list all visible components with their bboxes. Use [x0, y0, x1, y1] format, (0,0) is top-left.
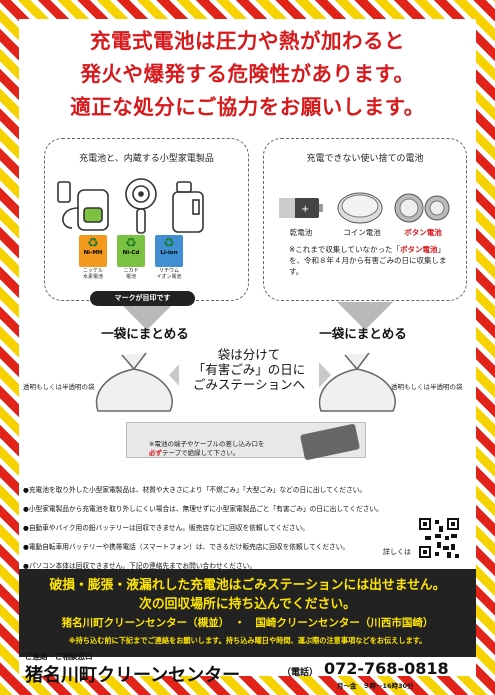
button-battery-notice: ※これまで収集していなかった「ボタン電池」を、令和８年４月から有害ごみの日に収集…	[289, 244, 459, 277]
ni-cd-mark: ♻ Ni-Cd	[117, 235, 145, 267]
warning-note: ※持ち込む前に下記までご連絡をお願いします。持ち込み曜日や時間、運ぶ際の注意事項…	[68, 636, 427, 645]
tape-note-post: テープで絶縁して下さい。	[162, 449, 240, 457]
button-battery-icon	[394, 193, 450, 223]
li-ion-label: リチウム イオン電池	[156, 268, 182, 280]
ni-mh-code: Ni-MH	[83, 250, 103, 256]
mobile-battery-icon	[57, 181, 109, 231]
contact-label: ご連絡・ご相談窓口	[25, 652, 93, 661]
tape-note-red: 必ず	[149, 449, 162, 457]
ni-mh-mark: ♻ Ni-MH	[79, 235, 107, 267]
office-hours: 月〜金 ９時〜16時30分	[337, 682, 414, 690]
trash-bag-left-icon	[95, 352, 173, 412]
mark-label: マークが目印です	[90, 291, 195, 306]
li-ion-code: Li-ion	[160, 250, 178, 256]
disposable-panel-title: 充電できない使い捨ての電池	[306, 154, 424, 164]
dry-battery-icon: +	[279, 198, 323, 218]
warning-box: 破損・膨張・液漏れした充電池はごみステーションには出せません。 次の回収場所に持…	[19, 569, 476, 657]
tel-number[interactable]: 072-768-0818	[324, 659, 449, 678]
headline-line-2: 発火や爆発する危険性があります。	[80, 62, 415, 86]
clear-bag-label-right: 透明もしくは半透明の袋	[391, 383, 463, 391]
trash-bag-right-icon	[318, 352, 396, 412]
notice-red: ボタン電池	[400, 245, 438, 254]
station-line-2: 「有害ごみ」の日に	[192, 362, 306, 377]
tel-label: （電話）	[282, 668, 319, 678]
tape-note: ※電池の端子やケーブルの差し込み口を必ずテープで絶縁して下さい。	[149, 440, 309, 458]
station-instruction: 袋は分けて 「有害ごみ」の日に ごみステーションへ	[179, 347, 319, 407]
coin-battery-label: コイン電池	[343, 228, 381, 237]
notice-pre: ※これまで収集していなかった「	[289, 245, 401, 254]
headline-line-3: 適正な処分にご協力をお願いします。	[70, 95, 425, 119]
note-item: ●自動車やバイク用の鉛バッテリーは回収できません。販売店などに回収を依頼してくだ…	[23, 524, 309, 532]
recycle-icon: ♻	[125, 236, 137, 251]
station-line-1: 袋は分けて	[217, 347, 281, 362]
qr-code-icon[interactable]	[417, 516, 461, 560]
collection-sites: 猪名川町クリーンセンター（槻並） ・ 国崎クリーンセンター（川西市国崎）	[61, 617, 434, 629]
vacuum-battery-icon	[172, 181, 204, 233]
ni-cd-code: Ni-Cd	[122, 250, 140, 256]
warning-line-2: 次の回収場所に持ち込んでください。	[139, 597, 356, 612]
recycle-icon: ♻	[163, 236, 175, 251]
note-item: ●パソコン本体は回収できません。下記の連絡先までお問い合わせください。	[23, 562, 257, 570]
station-line-3: ごみステーションへ	[192, 377, 306, 392]
button-battery-label: ボタン電池	[404, 228, 442, 237]
ni-cd-label: ニカド 電池	[123, 268, 139, 280]
notice-post: 」を、令和８年４月から有害ごみの日に収集します。	[289, 245, 447, 276]
dry-battery-label: 乾電池	[289, 228, 313, 237]
li-ion-mark: ♻ Li-ion	[155, 235, 183, 267]
bundle-label-right: 一袋にまとめる	[319, 326, 407, 341]
tape-note-pre: ※電池の端子やケーブルの差し込み口を	[149, 440, 265, 448]
battery-pack-icon	[300, 424, 360, 460]
handy-fan-icon	[125, 178, 157, 234]
poster-body: 充電式電池は圧力や熱が加わると 発火や爆発する危険性があります。 適正な処分にご…	[19, 19, 476, 690]
rechargeable-panel-title: 充電池と、内蔵する小型家電製品	[79, 154, 214, 164]
clear-bag-label-left: 透明もしくは半透明の袋	[23, 383, 95, 391]
bundle-label-left: 一袋にまとめる	[101, 326, 189, 341]
ni-mh-label: ニッケル 水素電池	[82, 268, 103, 280]
note-item: ●小型家電製品から充電池を取り外しにくい場合は、無理せずに小型家電製品ごと「有害…	[23, 505, 383, 513]
contact-name: 猪名川町クリーンセンター	[25, 665, 241, 686]
warning-line-1: 破損・膨張・液漏れした充電池はごみステーションには出せません。	[49, 578, 446, 593]
notes-list: ●充電池を取り外した小型家電製品は、材質や大きさにより「不燃ごみ」「大型ごみ」な…	[23, 481, 413, 576]
note-item: ●充電池を取り外した小型家電製品は、材質や大きさにより「不燃ごみ」「大型ごみ」な…	[23, 486, 367, 494]
note-item: ●電動自転車用バッテリーや携帯電話（スマートフォン）は、できるだけ販売店に回収を…	[23, 543, 350, 551]
headline-line-1: 充電式電池は圧力や熱が加わると	[90, 29, 405, 53]
qr-label: 詳しくは	[383, 548, 411, 556]
svg-text:+: +	[301, 204, 309, 215]
recycle-icon: ♻	[87, 236, 99, 251]
coin-battery-icon	[337, 192, 383, 224]
